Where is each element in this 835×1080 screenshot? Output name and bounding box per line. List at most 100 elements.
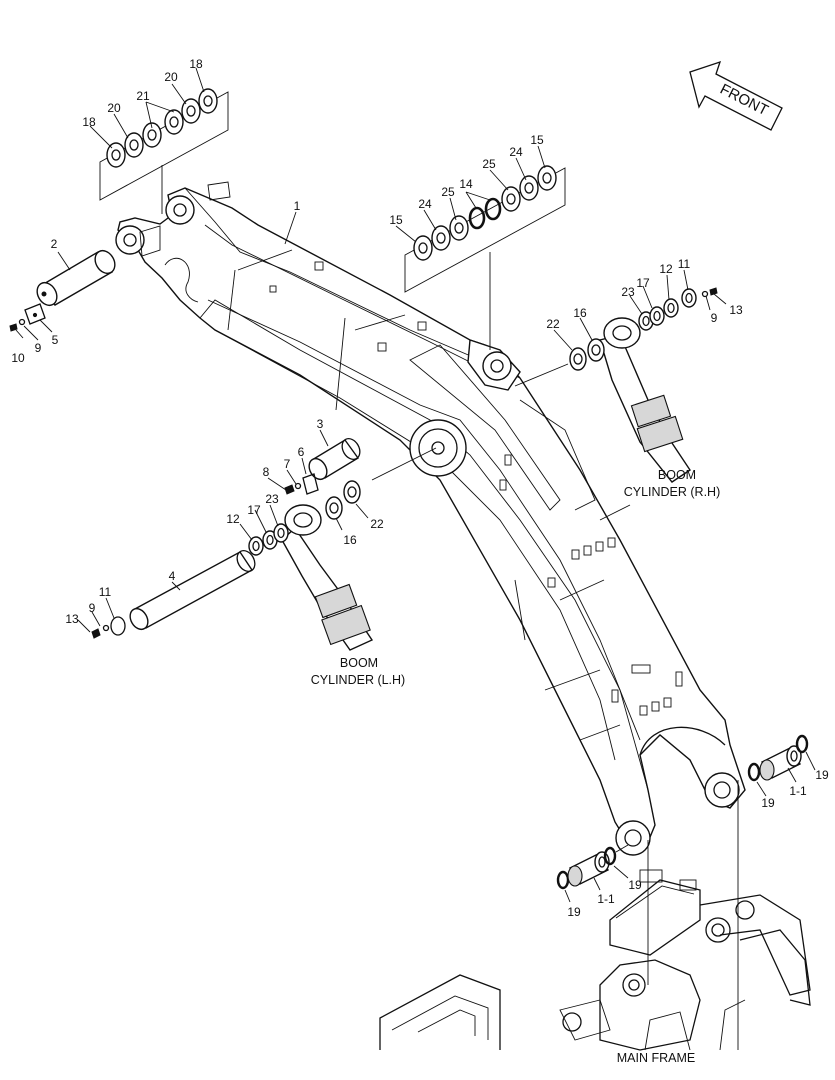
callout-18-right: 18 [189, 57, 203, 71]
bolt-10 [9, 323, 18, 332]
callout-13-lower: 13 [65, 612, 79, 626]
callout-11-right: 11 [678, 257, 691, 271]
callout-12-left: 12 [226, 512, 240, 526]
callout-16-right: 16 [573, 306, 587, 320]
pin-2 [36, 249, 116, 307]
seal-12-right [663, 298, 679, 318]
callout-2: 2 [51, 237, 58, 251]
callout-8: 8 [263, 465, 270, 479]
callout-14: 14 [459, 177, 473, 191]
callout-18-left: 18 [82, 115, 96, 129]
plate-11-right [681, 288, 697, 308]
callout-22-right: 22 [546, 317, 560, 331]
boom-cylinder-rh: BOOM CYLINDER (R.H) [599, 317, 721, 499]
washer-9-lower [102, 624, 110, 632]
callout-13-right: 13 [729, 303, 743, 317]
shim-18-right [198, 88, 218, 114]
callout-19-c: 19 [628, 878, 642, 892]
callout-1-1-left: 1-1 [597, 892, 615, 906]
callout-15-left: 15 [389, 213, 403, 227]
callout-leaders [15, 67, 816, 903]
washer-7 [294, 482, 302, 490]
callout-24-left: 24 [418, 197, 432, 211]
ring-19-a [795, 734, 809, 754]
callout-7: 7 [284, 457, 291, 471]
main-frame-label: MAIN FRAME [617, 1051, 695, 1065]
shim-21-a [142, 122, 162, 148]
callout-12-right: 12 [659, 262, 673, 276]
bushing-1-1-right [759, 745, 802, 781]
foot-pin-right-group [737, 734, 809, 1050]
shim-23-left [273, 523, 289, 543]
callout-22-left: 22 [370, 517, 384, 531]
callout-20-left: 20 [107, 101, 121, 115]
callout-19-d: 19 [567, 905, 581, 919]
bushing-1-1-left [567, 851, 610, 887]
plate-5 [24, 303, 46, 325]
front-direction-arrow: FRONT [689, 60, 783, 131]
oring-14-b [484, 197, 502, 221]
washer-9-right [701, 290, 709, 298]
pin-4 [129, 550, 256, 631]
callout-5: 5 [52, 333, 59, 347]
callout-1: 1 [294, 199, 301, 213]
callout-21: 21 [136, 89, 150, 103]
shim-stack-top-right [404, 165, 566, 350]
callout-23-right: 23 [621, 285, 635, 299]
callout-4: 4 [169, 569, 176, 583]
boom-cylinder-lh-label-1: BOOM [340, 656, 378, 670]
callout-11-lower: 11 [99, 585, 112, 599]
bolt-8 [284, 484, 295, 495]
callout-19-a: 19 [815, 768, 829, 782]
ring-19-c [603, 846, 617, 866]
shim-20-left [124, 132, 144, 158]
seal-12-left [248, 536, 264, 556]
washer-9-left [18, 318, 26, 326]
axis-line-left [371, 447, 437, 481]
callout-1-1-right: 1-1 [789, 784, 807, 798]
boom-cylinder-rh-label-1: BOOM [658, 468, 696, 482]
shim-24-left [431, 225, 451, 251]
shim-24-right [519, 175, 539, 201]
front-label: FRONT [717, 81, 771, 120]
callout-15-right: 15 [530, 133, 544, 147]
shim-15-left [413, 235, 433, 261]
callout-9-left: 9 [35, 341, 42, 355]
ring-19-b [747, 762, 761, 782]
shim-21-b [164, 109, 184, 135]
callout-labels: 1 2 3 4 5 6 7 8 9 9 9 10 11 11 12 12 13 … [11, 57, 829, 919]
boom-cylinder-lh: BOOM CYLINDER (L.H) [281, 504, 405, 687]
shim-20-right [181, 98, 201, 124]
shim-25-left [449, 215, 469, 241]
plate-6 [302, 473, 319, 495]
shim-stack-top-left [99, 88, 229, 214]
callout-6: 6 [298, 445, 305, 459]
callout-25-left: 25 [441, 185, 455, 199]
plate-11-lower [110, 616, 126, 636]
bolt-13-lower [91, 628, 101, 639]
callout-16-left: 16 [343, 533, 357, 547]
callout-23-left: 23 [265, 492, 279, 506]
callout-19-b: 19 [761, 796, 775, 810]
boom-cylinder-rh-label-2: CYLINDER (R.H) [624, 485, 721, 499]
callout-17-left: 17 [247, 503, 261, 517]
bolt-13-right [709, 287, 718, 296]
axis-line-right [514, 363, 569, 387]
boom-cylinder-lh-label-2: CYLINDER (L.H) [311, 673, 405, 687]
ring-19-d [556, 870, 570, 890]
foot-pin-left-group [556, 840, 649, 985]
shim-18-left [106, 142, 126, 168]
oring-14-a [468, 206, 486, 230]
callout-24-right: 24 [509, 145, 523, 159]
callout-9-lower: 9 [89, 601, 96, 615]
shim-25-right [501, 186, 521, 212]
seal-17-right [649, 306, 665, 326]
callout-3: 3 [317, 417, 324, 431]
shim-16-left [325, 496, 343, 520]
shim-15-right [537, 165, 557, 191]
callout-17-right: 17 [636, 276, 650, 290]
callout-9-right: 9 [711, 311, 718, 325]
shim-22-left [343, 480, 361, 504]
